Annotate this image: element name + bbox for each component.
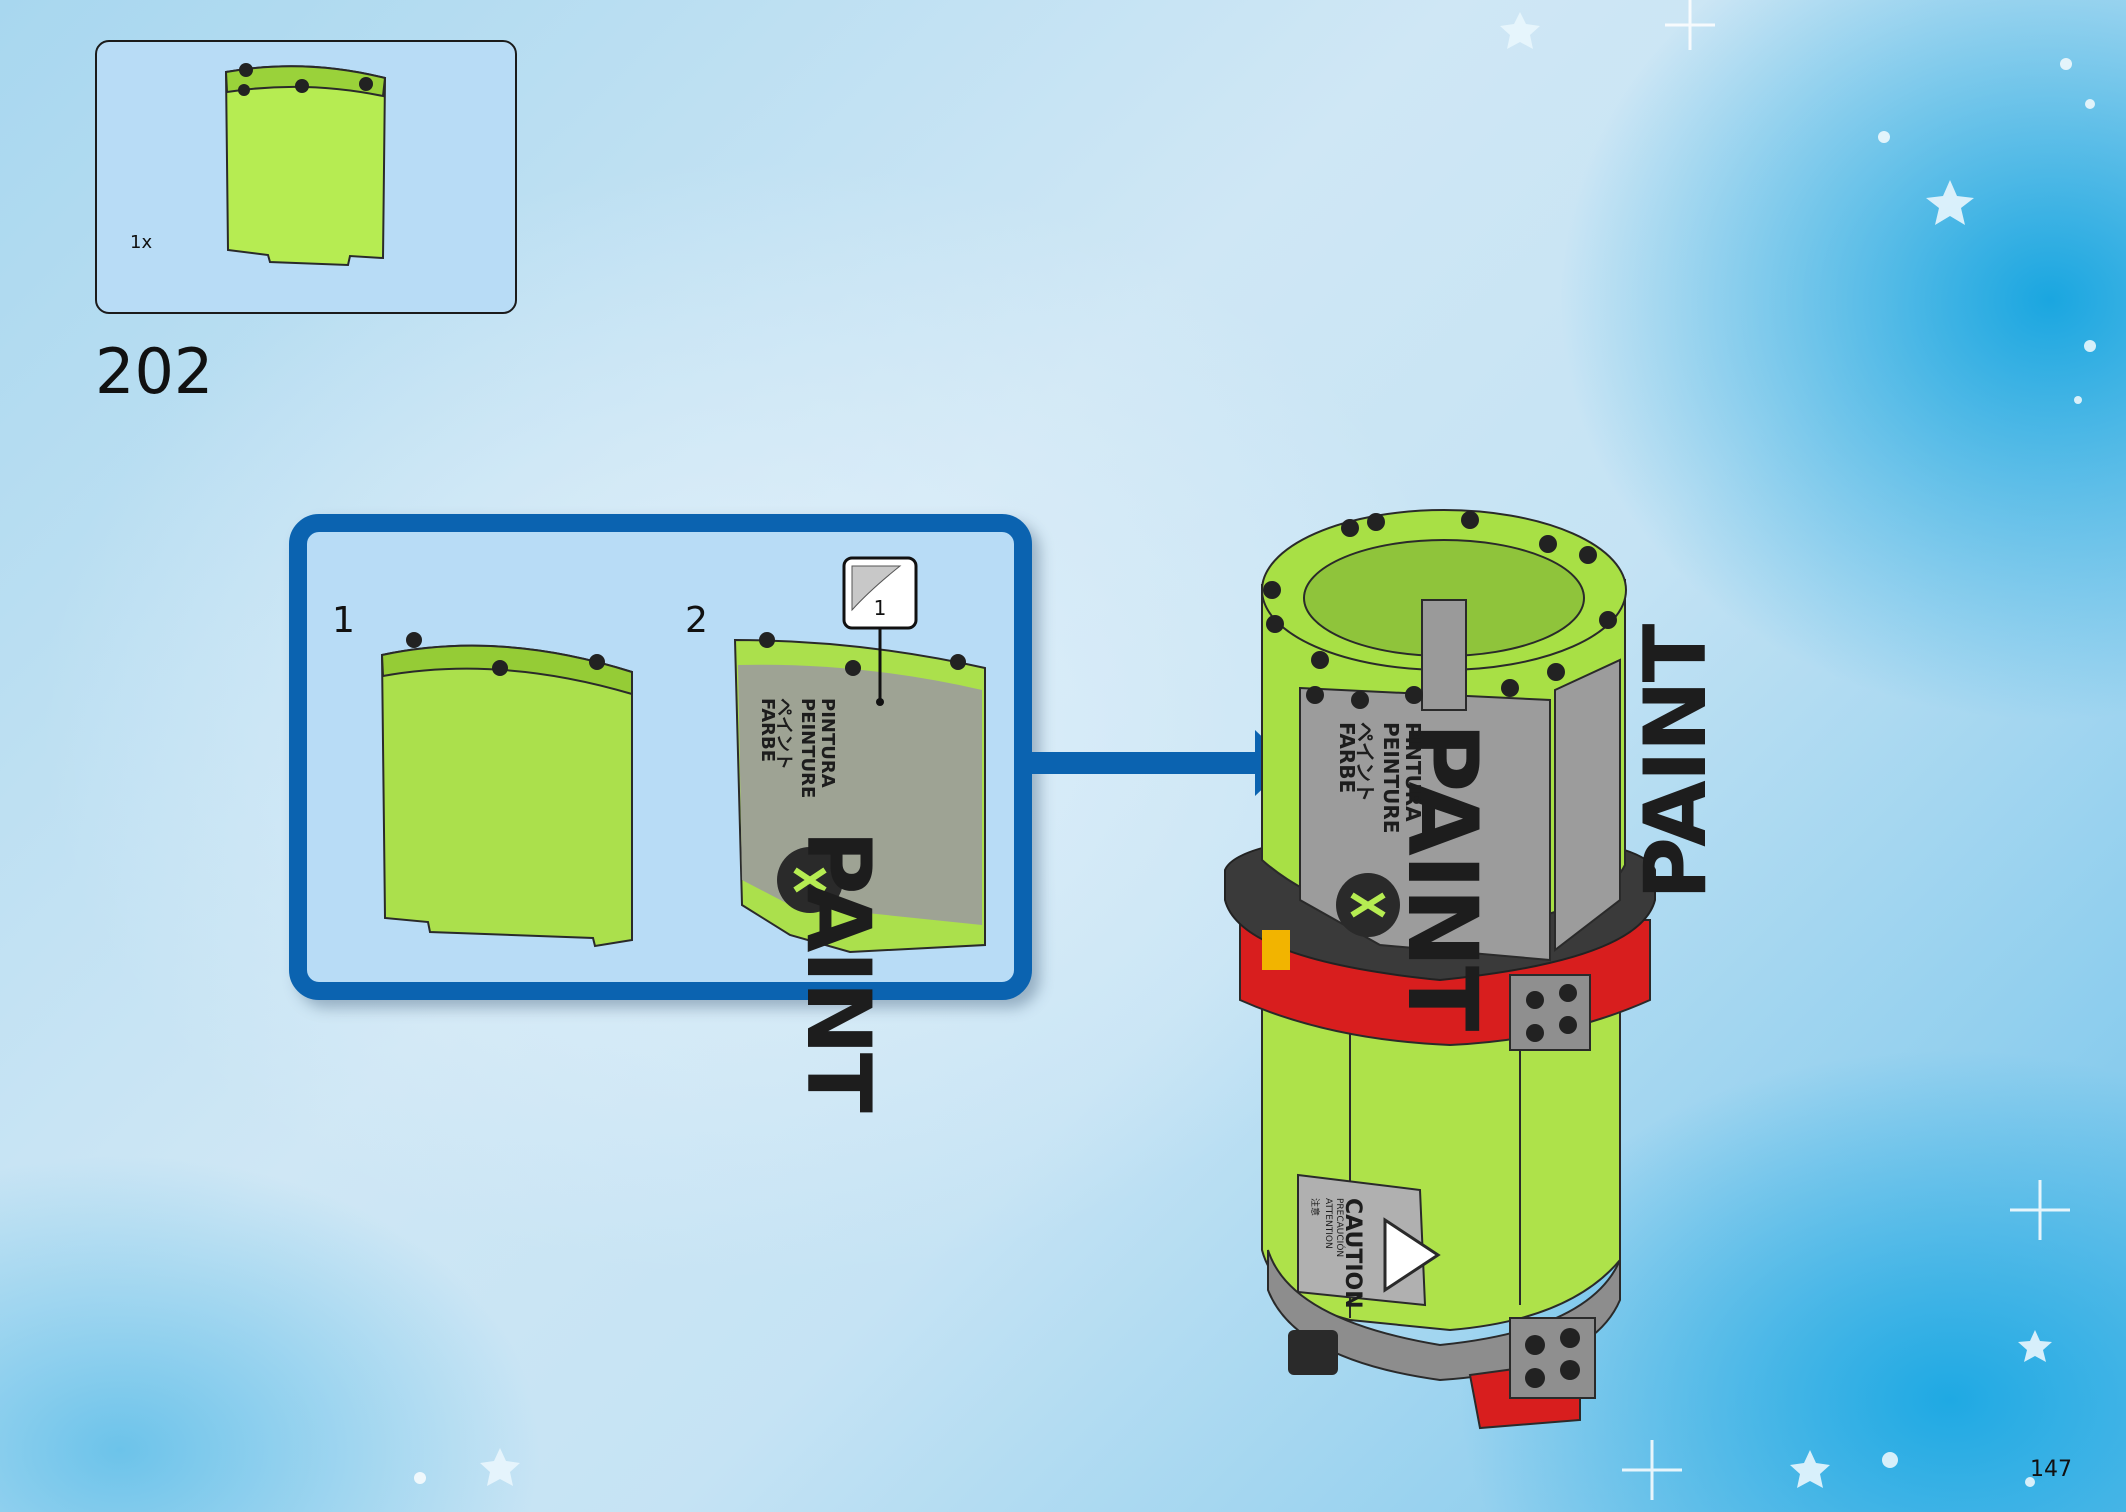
star-icon: [1500, 12, 1540, 49]
paint-lang-2: PEINTURE: [797, 698, 818, 799]
paint-lang-1: PINTURA: [1401, 722, 1425, 822]
paint-lang-4: FARBE: [1335, 722, 1359, 794]
curved-panel-part: [224, 63, 387, 267]
curved-panel-with-decal: [733, 632, 986, 954]
paint-decal-text-back: PAINT: [1626, 625, 1726, 900]
caution-small-1: PRECAUCIÓN: [1334, 1198, 1344, 1258]
star-icon: [1790, 1450, 1830, 1488]
star-icon: [480, 1448, 520, 1486]
main-model: [1224, 509, 1656, 1430]
page-number: 147: [2030, 1457, 2072, 1482]
sub-step-2-number: 2: [685, 600, 708, 641]
arrow-right-icon: [1030, 730, 1290, 796]
paint-lang-2: PEINTURE: [1379, 722, 1403, 834]
paint-decal-text: PAINT: [787, 830, 890, 1111]
star-icon: [1926, 180, 1974, 225]
sub-step-1-number: 1: [332, 600, 355, 641]
step-number: 202: [95, 335, 214, 408]
caution-small-2: ATTENTION: [1323, 1198, 1333, 1249]
star-icon: [2018, 1330, 2052, 1362]
paint-lang-4: FARBE: [757, 698, 778, 763]
sparkle-icon: [1665, 0, 1715, 50]
sparkle-icon: [1622, 1440, 1682, 1500]
curved-panel-part: [380, 632, 633, 948]
paint-lang-1: PINTURA: [817, 698, 838, 788]
part-quantity: 1x: [130, 232, 153, 253]
caution-small-3: 注意: [1309, 1198, 1319, 1217]
sparkle-icon: [2010, 1180, 2070, 1240]
warning-icon: [1383, 1217, 1441, 1293]
sticker-callout-number: 1: [873, 596, 887, 620]
